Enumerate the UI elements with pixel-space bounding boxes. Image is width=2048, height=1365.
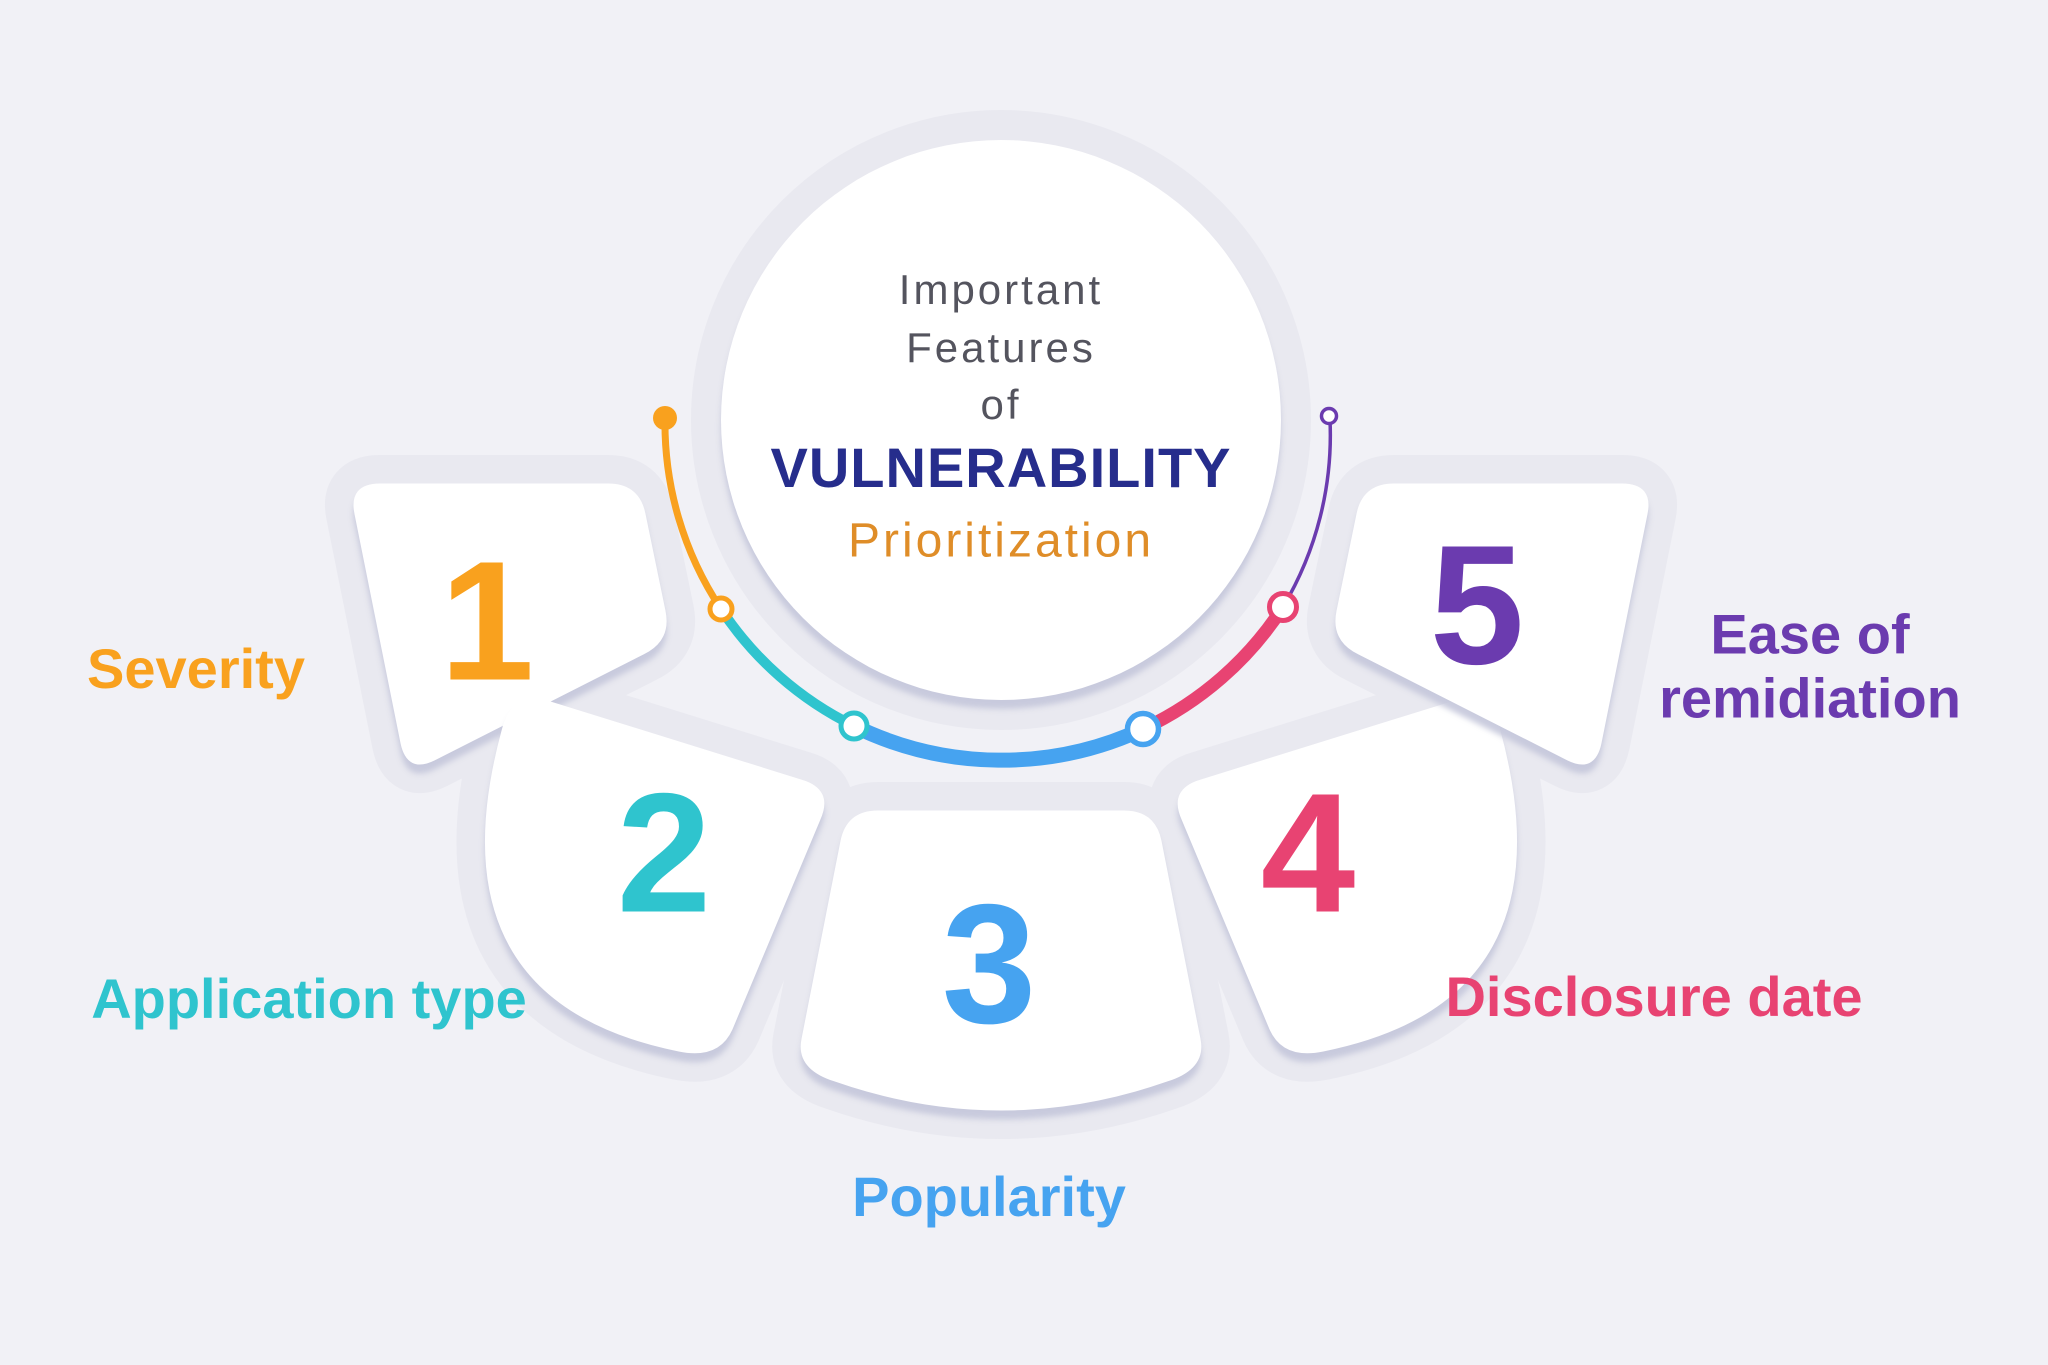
label-application-type: Application type bbox=[91, 967, 527, 1031]
label-severity: Severity bbox=[87, 637, 305, 701]
step-number-5: 5 bbox=[1429, 510, 1525, 701]
step-number-1: 1 bbox=[439, 526, 535, 717]
title-highlight: VULNERABILITY bbox=[770, 436, 1232, 500]
arc-start-dot bbox=[653, 406, 677, 430]
arc-node-3 bbox=[1124, 710, 1162, 748]
step-number-4: 4 bbox=[1260, 758, 1356, 949]
arc-node-1 bbox=[707, 595, 735, 623]
arc-segment-4 bbox=[1136, 600, 1290, 736]
arc-node-2 bbox=[838, 710, 870, 742]
arc-end-ring bbox=[1319, 406, 1339, 426]
label-ease-of-remidiation: Ease of remidiation bbox=[1659, 602, 1961, 730]
center-circle-shape bbox=[721, 140, 1281, 700]
step-number-3: 3 bbox=[941, 869, 1037, 1060]
title-line-2: Features bbox=[906, 323, 1096, 371]
label-popularity: Popularity bbox=[852, 1165, 1126, 1229]
label-disclosure-date: Disclosure date bbox=[1445, 965, 1863, 1029]
arc-segment-3 bbox=[846, 718, 1151, 768]
title-line-3: of bbox=[980, 380, 1022, 428]
arc-node-4 bbox=[1267, 591, 1299, 623]
title-line-1: Important bbox=[898, 265, 1104, 313]
arc-segment-1 bbox=[661, 414, 725, 613]
arc-segment-5 bbox=[1281, 418, 1333, 609]
title-subtitle: Prioritization bbox=[847, 514, 1155, 568]
arc-segment-2 bbox=[716, 604, 859, 731]
step-number-2: 2 bbox=[616, 758, 712, 949]
